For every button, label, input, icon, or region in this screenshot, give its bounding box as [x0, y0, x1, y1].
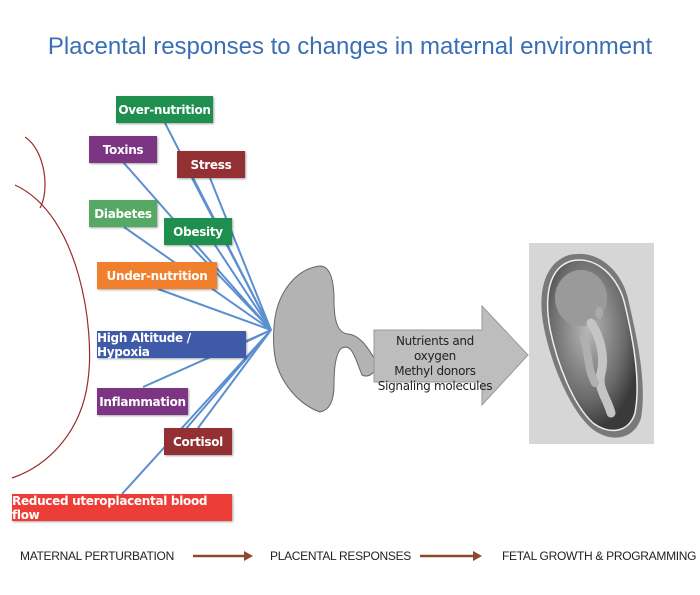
box-toxins: Toxins [89, 136, 157, 163]
box-under-nutrition: Under-nutrition [97, 262, 217, 289]
fetus-illustration [529, 243, 654, 444]
fetus-image [529, 243, 654, 444]
flow-step-fetal-growth: FETAL GROWTH & PROGRAMMING [502, 549, 697, 563]
transfer-arrow-text: Nutrients and oxygen Methyl donors Signa… [376, 334, 494, 394]
connector-cortisol-2 [197, 329, 272, 429]
box-cortisol: Cortisol [164, 428, 232, 455]
transfer-arrow [373, 304, 529, 407]
flow-step-placental-responses: PLACENTAL RESPONSES [270, 549, 412, 563]
connector-obesity-1 [189, 244, 272, 331]
arrow-line-methyl: Methyl donors [394, 364, 476, 378]
connector-blood-flow [121, 329, 272, 495]
box-obesity: Obesity [164, 218, 232, 245]
arrow-line-nutrients: Nutrients and oxygen [396, 334, 474, 363]
connector-stress-2 [209, 177, 272, 331]
flow-step-maternal-perturbation: MATERNAL PERTURBATION [20, 549, 174, 563]
flow-arrow-2 [420, 551, 482, 561]
connector-stress-1 [191, 177, 272, 331]
connector-obesity-2 [214, 244, 272, 331]
connector-under-nutrition [157, 288, 272, 331]
connector-toxins [122, 161, 272, 331]
box-inflammation: Inflammation [97, 388, 188, 415]
uterus-outline [24, 136, 46, 209]
diagram-title: Placental responses to changes in matern… [47, 33, 653, 60]
box-over-nutrition: Over-nutrition [116, 96, 213, 123]
arrow-line-signaling: Signaling molecules [377, 379, 493, 393]
placenta-shape [273, 265, 377, 413]
uterus-wall [11, 184, 91, 479]
box-diabetes: Diabetes [89, 200, 157, 227]
flow-arrow-1 [193, 551, 253, 561]
box-reduced-blood-flow: Reduced uteroplacental blood flow [12, 494, 232, 522]
box-stress: Stress [177, 151, 245, 178]
box-high-altitude-hypoxia: High Altitude / Hypoxia [97, 331, 246, 359]
connector-inflammation [142, 329, 272, 388]
